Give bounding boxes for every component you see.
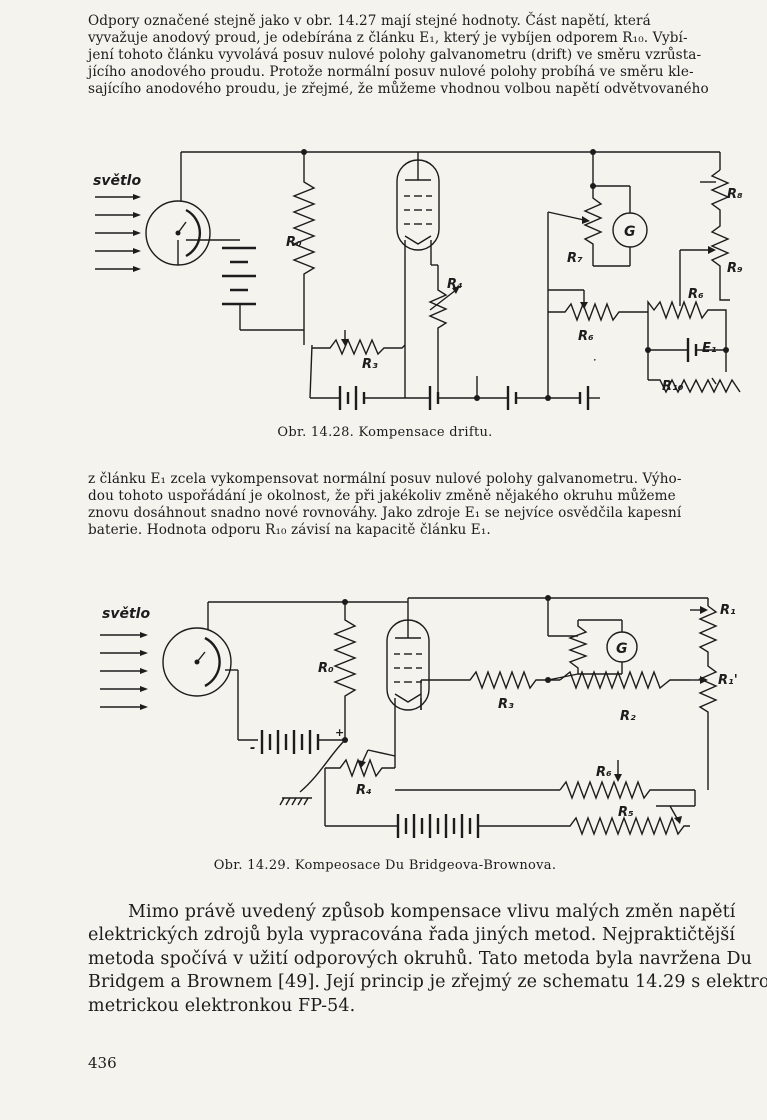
text-line: metrickou elektronkou FP-54.: [88, 995, 356, 1016]
plus-sign: +: [335, 726, 344, 739]
text-line: Odpory označené stejně jako v obr. 14.27…: [88, 13, 651, 29]
label-R5: R₅: [618, 805, 634, 820]
label-R3: R₃: [498, 697, 514, 712]
figure-2-caption: Obr. 14.29. Kompeosace Du Bridgeova-Brow…: [213, 858, 557, 873]
label-R4: R₄: [447, 277, 463, 292]
label-R3: R₃: [362, 357, 378, 372]
paragraph-1: Odpory označené stejně jako v obr. 14.27…: [88, 13, 748, 98]
label-R1-prime: R₁': [718, 673, 738, 688]
label-R6-lower: R₆: [578, 329, 594, 344]
label-R6-upper: R₆: [688, 287, 704, 302]
label-E1: E₁: [702, 341, 717, 356]
figure-1-circuit-diagram: světlo R₀: [93, 149, 743, 410]
label-R0: R₀: [318, 661, 334, 676]
text-line: baterie. Hodnota odporu R₁₀ závisí na ka…: [88, 522, 491, 538]
minus-sign: -: [250, 741, 255, 756]
light-arrows: [95, 194, 141, 272]
text-line: znovu dosáhnout snadno nové rovnováhy. J…: [88, 505, 682, 521]
label-R10: R₁₀: [662, 379, 684, 394]
paragraph-2: z článku E₁ zcela vykompensovat normální…: [88, 471, 748, 539]
text-line: jícího anodového proudu. Protože normáln…: [88, 64, 694, 80]
label-R1: R₁: [720, 603, 736, 618]
electron-tube: [386, 602, 430, 711]
light-arrows: [100, 632, 148, 710]
galvanometer-label: G: [616, 641, 628, 657]
text-line: jení tohoto článku vyvolává posuv nulové…: [88, 47, 702, 63]
text-line: metoda spočívá v užití odporových okruhů…: [88, 948, 753, 969]
text-line: dou tohoto uspořádání je okolnost, že př…: [88, 488, 676, 504]
text-line: vyvažuje anodový proud, je odebírána z č…: [88, 30, 688, 46]
battery-bank-lower: [396, 814, 480, 838]
label-R8: R₈: [727, 187, 743, 202]
figure-2-circuit-diagram: světlo - + R₀: [100, 595, 738, 838]
text-line: z článku E₁ zcela vykompensovat normální…: [88, 471, 682, 487]
electron-tube: [396, 152, 440, 251]
figure-1-caption: Obr. 14.28. Kompensace driftu.: [277, 425, 493, 440]
light-label: světlo: [93, 173, 141, 189]
battery-stack: [222, 246, 256, 306]
page-number: 436: [88, 1054, 117, 1072]
label-R6: R₆: [596, 765, 612, 780]
text-line: Bridgem a Brownem [49]. Její princip je …: [88, 972, 767, 993]
label-R7: R₇: [567, 251, 583, 266]
paragraph-3: Mimo právě uvedený způsob kompensace vli…: [88, 901, 767, 1018]
label-R4: R₄: [356, 783, 372, 798]
galvanometer-label: G: [624, 224, 636, 240]
marker-dot: ᐧ: [593, 354, 596, 367]
label-R9: R₉: [727, 261, 743, 276]
photocell-symbol: [162, 627, 232, 697]
light-label: světlo: [102, 606, 150, 622]
text-line: Mimo právě uvedený způsob kompensace vli…: [128, 902, 736, 922]
label-R0: R₀: [286, 235, 302, 250]
text-line: elektrických zdrojů byla vypracována řad…: [88, 925, 736, 946]
text-line: sajícího anodového proudu, je zřejmé, že…: [88, 81, 709, 97]
label-R2: R₂: [620, 709, 636, 724]
battery-bank: [260, 730, 320, 754]
